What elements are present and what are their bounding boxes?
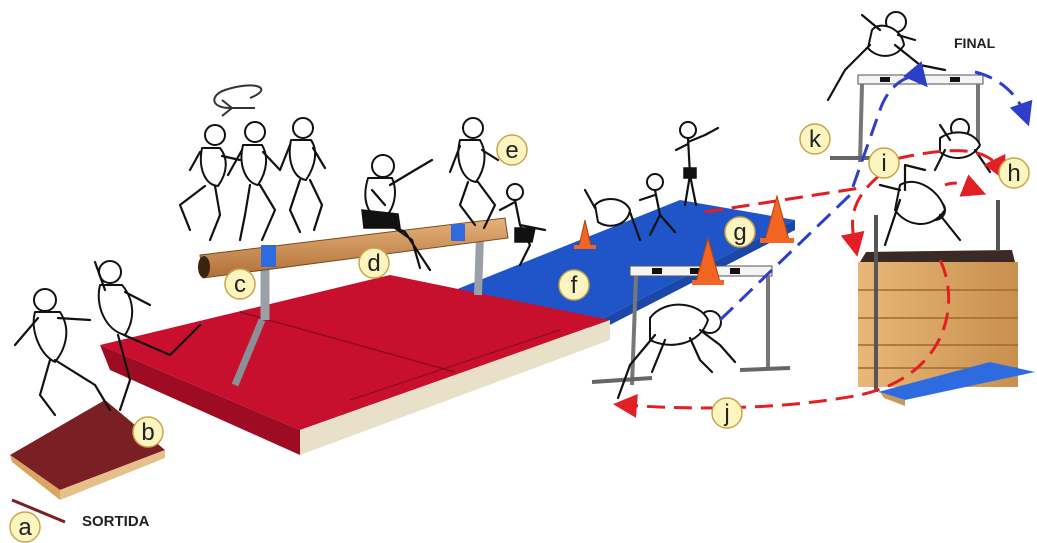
- station-badge-f: f: [559, 270, 589, 300]
- station-label: e: [505, 137, 518, 164]
- athlete-figure: [935, 119, 990, 172]
- station-badge-d: d: [359, 248, 389, 278]
- station-label: c: [234, 271, 246, 298]
- station-label: j: [723, 400, 729, 427]
- station-badge-j: j: [712, 398, 742, 428]
- station-label: k: [809, 126, 822, 153]
- station-badge-a: a: [10, 512, 40, 542]
- station-badge-b: b: [133, 417, 163, 447]
- station-badge-k: k: [800, 124, 830, 154]
- station-label: f: [571, 272, 578, 299]
- athlete-figure: [450, 118, 498, 228]
- station-badge-i: i: [869, 148, 899, 178]
- vaulting-box: [858, 200, 1035, 406]
- station-label: d: [367, 250, 380, 277]
- station-badge-g: g: [725, 217, 755, 247]
- athlete-figure: [880, 165, 960, 245]
- station-badge-e: e: [497, 135, 527, 165]
- finish-label: FINAL: [954, 35, 996, 51]
- athlete-figure: [828, 12, 945, 100]
- station-label: g: [733, 219, 746, 246]
- athlete-figure: [180, 118, 325, 240]
- springboard: [10, 400, 165, 500]
- station-label: i: [881, 150, 886, 177]
- station-badge-h: h: [999, 158, 1029, 188]
- station-label: b: [141, 419, 154, 446]
- rotation-arrow-icon: [214, 85, 261, 116]
- station-label: h: [1007, 160, 1020, 187]
- station-label: a: [18, 514, 32, 541]
- start-label: SORTIDA: [82, 513, 150, 530]
- station-badge-c: c: [225, 269, 255, 299]
